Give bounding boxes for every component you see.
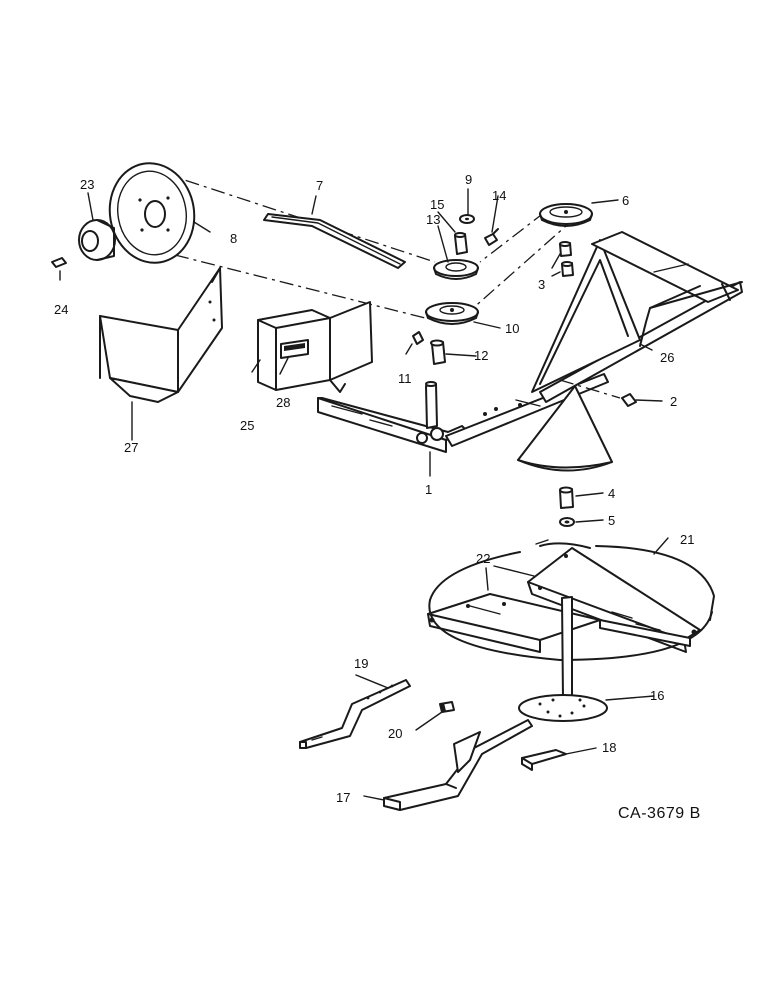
lower-pulley — [425, 302, 479, 325]
belt-path-right-2 — [461, 217, 576, 319]
leader-lines — [59, 188, 669, 801]
upper-pulley — [539, 203, 593, 227]
shaft-1 — [416, 381, 444, 444]
pulley-13 — [433, 259, 479, 280]
callout-13: 13 — [426, 212, 440, 227]
callout-12: 12 — [474, 348, 488, 363]
drawing-code: CA-3679 B — [618, 805, 701, 822]
callout-6: 6 — [622, 193, 629, 208]
bracket-18 — [521, 749, 567, 771]
callout-2: 2 — [670, 394, 677, 409]
hopper-27 — [99, 267, 223, 403]
spinner-shaft — [561, 596, 573, 700]
callout-25: 25 — [240, 418, 254, 433]
callout-10: 10 — [505, 321, 519, 336]
callout-4: 4 — [608, 486, 615, 501]
fin-19 — [299, 679, 411, 749]
decal-28 — [280, 339, 309, 359]
setscrew-11 — [412, 331, 424, 345]
bolt-2 — [621, 393, 637, 407]
callout-16: 16 — [650, 688, 664, 703]
callout-17: 17 — [336, 790, 350, 805]
callout-26: 26 — [660, 350, 674, 365]
callout-5: 5 — [608, 513, 615, 528]
callout-9: 9 — [465, 172, 472, 187]
washer-5 — [559, 517, 575, 527]
clip-20 — [439, 701, 455, 713]
callout-14: 14 — [492, 188, 506, 203]
callout-19: 19 — [354, 656, 368, 671]
disc-16 — [518, 694, 608, 722]
callout-15: 15 — [430, 197, 444, 212]
hub — [78, 219, 116, 261]
belt-path-right-1 — [479, 211, 546, 263]
callout-7: 7 — [316, 178, 323, 193]
large-sheave — [108, 162, 196, 264]
gearbox-25 — [257, 301, 373, 393]
setscrew-24 — [51, 257, 67, 268]
spinner-cone — [517, 385, 613, 472]
callouts: 1 2 3 4 5 6 7 8 9 10 11 12 13 14 15 16 1… — [54, 172, 694, 805]
callout-24: 24 — [54, 302, 68, 317]
callout-22: 22 — [476, 551, 490, 566]
callout-8: 8 — [230, 231, 237, 246]
washer-9 — [459, 214, 475, 224]
belt-path-lower — [174, 254, 426, 319]
spacer-15 — [454, 232, 468, 255]
bolt-14 — [484, 228, 499, 246]
bushing-4 — [559, 486, 574, 509]
leader-dash-2 — [559, 379, 621, 399]
channels-22 — [427, 547, 701, 653]
callout-27: 27 — [124, 440, 138, 455]
callout-1: 1 — [425, 482, 432, 497]
callout-23: 23 — [80, 177, 94, 192]
callout-28: 28 — [276, 395, 290, 410]
frame-26 — [317, 231, 743, 453]
callout-3: 3 — [538, 277, 545, 292]
ring-21 — [428, 539, 715, 661]
callout-18: 18 — [602, 740, 616, 755]
belt — [263, 213, 406, 269]
callout-21: 21 — [680, 532, 694, 547]
callout-20: 20 — [388, 726, 402, 741]
bushings-3 — [559, 241, 574, 277]
sleeve-12 — [430, 339, 446, 365]
callout-11: 11 — [398, 371, 412, 386]
fin-17 — [383, 719, 533, 811]
